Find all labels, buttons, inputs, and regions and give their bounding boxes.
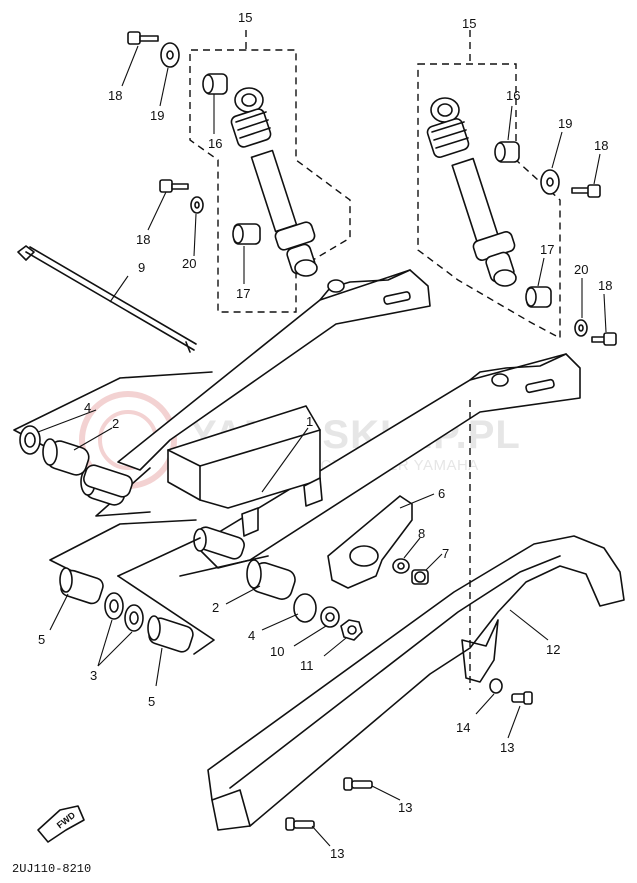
callout-13: 13 [330, 846, 344, 861]
right-shock-group-outline [417, 63, 561, 340]
screw-13-bottom [285, 817, 315, 831]
callout-numbers: 15 15 18 19 16 18 20 17 9 16 19 18 17 20… [38, 10, 612, 861]
bolt-18-mid-left [159, 179, 189, 193]
callout-17: 17 [540, 242, 554, 257]
callout-2: 2 [212, 600, 219, 615]
callout-20: 20 [574, 262, 588, 277]
washer-14 [489, 678, 503, 694]
chain-guard-6 [327, 495, 413, 589]
callout-13: 13 [500, 740, 514, 755]
bolt-18-right-lower [591, 332, 617, 346]
rear-arm-1 [83, 269, 581, 569]
fwd-arrow-icon: FWD [37, 805, 85, 843]
callout-18: 18 [136, 232, 150, 247]
callout-14: 14 [456, 720, 470, 735]
callout-18: 18 [594, 138, 608, 153]
callout-6: 6 [438, 486, 445, 501]
chain-case-12 [207, 535, 625, 831]
callout-15-left: 15 [238, 10, 252, 25]
callout-11: 11 [300, 658, 314, 673]
bolt-18-right-upper [571, 184, 601, 198]
bushing-17-left [232, 223, 261, 245]
thrust-washer-3a [104, 592, 124, 620]
callout-9: 9 [138, 260, 145, 275]
washer-8 [392, 558, 410, 574]
bushing-2-lower [246, 559, 296, 600]
callout-16: 16 [208, 136, 222, 151]
callout-1: 1 [306, 414, 313, 429]
screw-13-right [511, 691, 533, 705]
callout-7: 7 [442, 546, 449, 561]
pivot-shaft-9 [17, 245, 197, 353]
left-shock-absorber [230, 87, 318, 277]
callout-5: 5 [38, 632, 45, 647]
left-shock-group-outline [189, 49, 351, 313]
callout-4: 4 [84, 400, 91, 415]
callout-18: 18 [598, 278, 612, 293]
nut-11 [340, 619, 363, 641]
bolt-18-top-left [127, 31, 159, 45]
callout-17: 17 [236, 286, 250, 301]
bushing-17-right [525, 286, 552, 308]
callout-2: 2 [112, 416, 119, 431]
thrust-washer-3b [124, 604, 144, 632]
washer-20-left [190, 196, 204, 214]
washer-20-right [574, 319, 588, 337]
collar-5-upper-lower [59, 567, 104, 605]
screw-13-middle [343, 777, 373, 791]
callout-16: 16 [506, 88, 520, 103]
bushing-16-left [202, 73, 228, 95]
callout-19: 19 [558, 116, 572, 131]
callout-20: 20 [182, 256, 196, 271]
callout-4: 4 [248, 628, 255, 643]
washer-10 [320, 606, 340, 628]
callout-12: 12 [546, 642, 560, 657]
bushing-2-upper [42, 438, 90, 476]
right-shock-absorber [426, 97, 517, 287]
bushing-16-right [494, 141, 520, 163]
oil-seal-4-lower [293, 593, 317, 623]
diagram-code: 2UJ110-8210 [12, 862, 91, 876]
callout-18: 18 [108, 88, 122, 103]
washer-19-right [540, 169, 560, 195]
leader-lines [37, 45, 607, 847]
callout-3: 3 [90, 668, 97, 683]
collar-5-lower [147, 615, 194, 653]
callout-10: 10 [270, 644, 284, 659]
callout-8: 8 [418, 526, 425, 541]
oil-seal-4-upper [19, 425, 41, 455]
washer-19-top-left [160, 42, 180, 68]
callout-15-right: 15 [462, 16, 476, 31]
callout-19: 19 [150, 108, 164, 123]
bolt-7 [411, 569, 429, 585]
callout-5: 5 [148, 694, 155, 709]
callout-13: 13 [398, 800, 412, 815]
